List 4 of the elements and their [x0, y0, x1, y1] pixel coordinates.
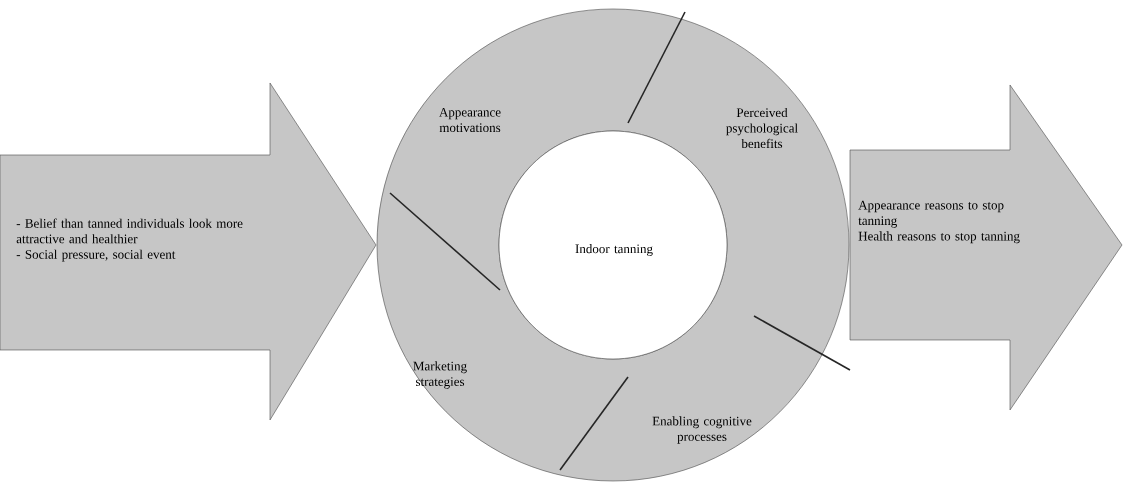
segment-label: Perceived psychological benefits	[726, 107, 798, 149]
segment-label: Marketing strategies	[413, 361, 467, 389]
segment-label: Appearance motivations	[439, 107, 501, 133]
segment-label: Enabling cognitive processes	[652, 416, 752, 444]
